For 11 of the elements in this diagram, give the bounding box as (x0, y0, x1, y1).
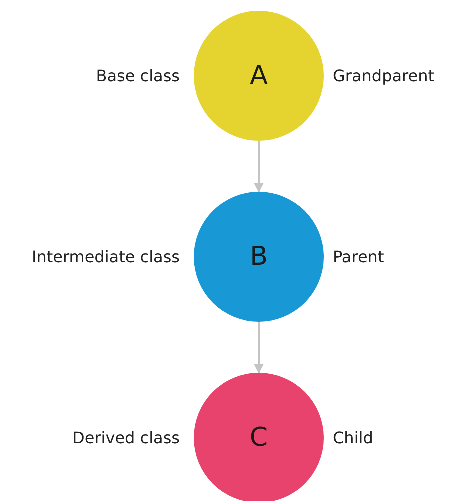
class-role-label: Intermediate class (32, 248, 180, 266)
family-role-label: Grandparent (333, 66, 435, 86)
class-letter: A (250, 61, 268, 91)
arrow (254, 141, 264, 193)
class-letter: C (250, 423, 268, 453)
class-role-label: Derived class (72, 428, 180, 448)
family-role-label: Parent (333, 248, 384, 266)
arrow (254, 322, 264, 374)
class-role-label: Base class (96, 66, 180, 86)
class-letter: B (250, 242, 268, 272)
family-role-label: Child (333, 428, 374, 448)
